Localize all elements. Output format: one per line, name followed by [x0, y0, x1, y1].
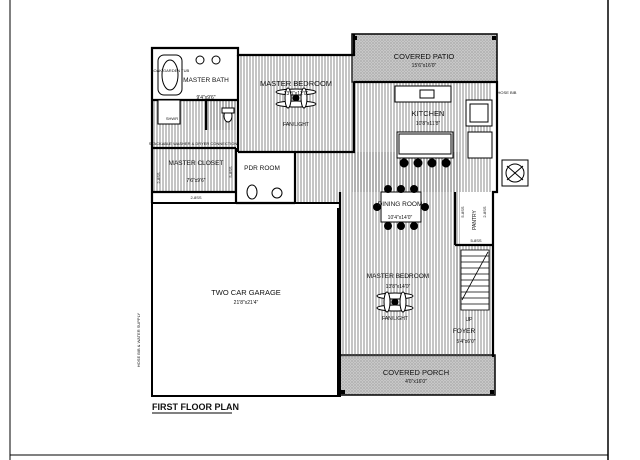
master-closet-dim: 7'6"x9'6": [186, 178, 205, 184]
covered-porch-dim: 4'0"x16'0": [405, 379, 427, 385]
covered-patio-dim: 15'6"x16'0": [412, 63, 437, 69]
garage-dim: 21'8"x21'4": [234, 300, 259, 306]
laundry-note: STACKABLE WASHER & DRYER CONNECTION: [149, 141, 238, 146]
hose-bib-right-label: HOSE BIB: [498, 90, 517, 95]
master-bedroom-lower-dim: 13'8"x14'0": [386, 284, 411, 290]
bath-fixtures: [157, 54, 235, 125]
walls: [150, 34, 499, 357]
dining-table: [373, 185, 429, 230]
plan-title: FIRST FLOOR PLAN: [152, 402, 239, 412]
pdr-fixtures: [246, 184, 283, 200]
foyer-dim: 5'4"x6'0": [456, 339, 475, 345]
room-labels: COVERED PATIO 15'6"x16'0" MASTER BEDROOM…: [136, 52, 517, 412]
pdr-room-label: PDR ROOM: [244, 165, 280, 172]
master-bedroom-lower-label: MASTER BEDROOM: [367, 273, 429, 280]
foyer-label: FOYER: [453, 328, 476, 335]
stair-up-label: UP: [466, 317, 474, 323]
master-bedroom-lower-fixture: FAN/LIGHT: [382, 316, 408, 322]
pantry-label: PANTRY: [472, 209, 478, 229]
staircase: [460, 249, 490, 311]
covered-patio-label: COVERED PATIO: [394, 52, 455, 61]
kitchen-fixtures: [394, 85, 493, 168]
kitchen-label: KITCHEN: [412, 109, 445, 118]
master-bedroom-upper-label: MASTER BEDROOM: [260, 79, 332, 88]
shelf-annotation-6: 5-8SS: [460, 206, 465, 217]
ac-unit: [501, 159, 529, 187]
kitchen-dim: 10'8"x11'8": [416, 121, 440, 127]
ceiling-fan-lower: [376, 291, 414, 313]
master-bath-dim: 9'4"x9'6": [196, 95, 215, 101]
shelf-annotation-4: 5-8SS: [228, 166, 233, 177]
shower-label: SHWR: [166, 116, 178, 121]
garage-label: TWO CAR GARAGE: [211, 288, 281, 297]
shelf-annotation-2: 5-8SS: [470, 238, 481, 243]
shelf-annotation-5: 2-8SS: [482, 206, 487, 217]
shelf-annotation-1: 2-8SS: [190, 195, 201, 200]
master-bedroom-upper-dim: 13'8"x12'0": [284, 91, 309, 97]
master-closet-label: MASTER CLOSET: [169, 160, 224, 167]
soaking-tub-label: SOAK GARDEN TUB: [151, 68, 190, 73]
covered-porch-label: COVERED PORCH: [383, 368, 449, 377]
covered-patio-area: [351, 33, 498, 83]
dining-room-dim: 10'4"x14'0": [388, 215, 413, 221]
master-bedroom-upper-fixture: FAN/LIGHT: [283, 122, 309, 128]
dining-room-label: DINING ROOM: [378, 201, 423, 208]
master-bath-label: MASTER BATH: [183, 77, 229, 84]
hose-bib-left-label: HOSE BIB & WATER SUPPLY: [136, 312, 141, 367]
sheet-border: [9, 0, 609, 460]
ceiling-fan-upper: [275, 87, 317, 109]
shelf-annotation-3: 2-8SS: [156, 172, 161, 183]
